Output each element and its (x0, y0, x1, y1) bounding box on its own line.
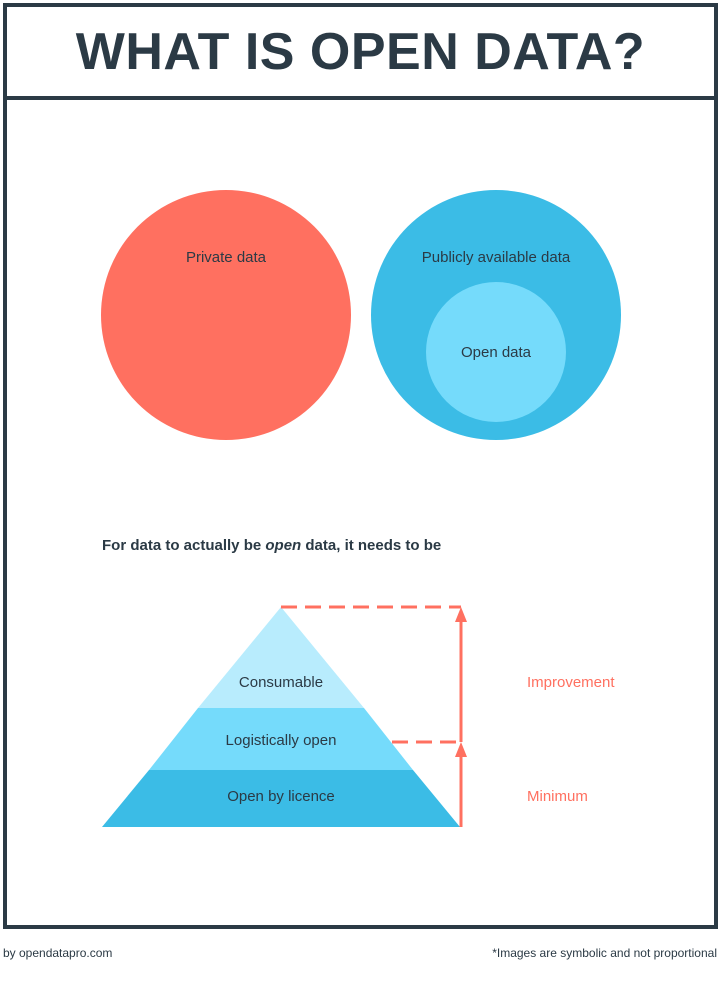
pyramid-label-logistically-open: Logistically open (226, 732, 337, 749)
improvement-arrow-head (455, 607, 467, 622)
private-data-label: Private data (186, 249, 267, 266)
pyramid-level-consumable (198, 607, 364, 708)
pyramid-level-logistically-open (149, 708, 413, 770)
open-data-diagram: Private data Publicly available data Ope… (101, 190, 621, 827)
improvement-label: Improvement (527, 674, 615, 691)
page-title: WHAT IS OPEN DATA? (75, 22, 646, 81)
pyramid-intro-text: For data to actually be open data, it ne… (102, 537, 441, 554)
intro-text-emphasis: open (265, 537, 301, 554)
open-data-label: Open data (461, 344, 532, 361)
intro-text-part-2: data, it needs to be (301, 537, 441, 554)
open-data-circle (426, 282, 566, 422)
public-data-label: Publicly available data (422, 249, 571, 266)
minimum-label: Minimum (527, 788, 588, 805)
title-bar: WHAT IS OPEN DATA? (7, 7, 714, 100)
minimum-arrow-head (455, 742, 467, 757)
intro-text-part-1: For data to actually be (102, 537, 265, 554)
pyramid-label-consumable: Consumable (239, 674, 323, 691)
private-data-circle (101, 190, 351, 440)
pyramid-label-open-by-licence: Open by licence (227, 788, 335, 805)
footer-disclaimer: *Images are symbolic and not proportiona… (492, 946, 717, 960)
footer-credit: by opendatapro.com (3, 946, 113, 960)
pyramid-level-open-by-licence (102, 770, 460, 827)
